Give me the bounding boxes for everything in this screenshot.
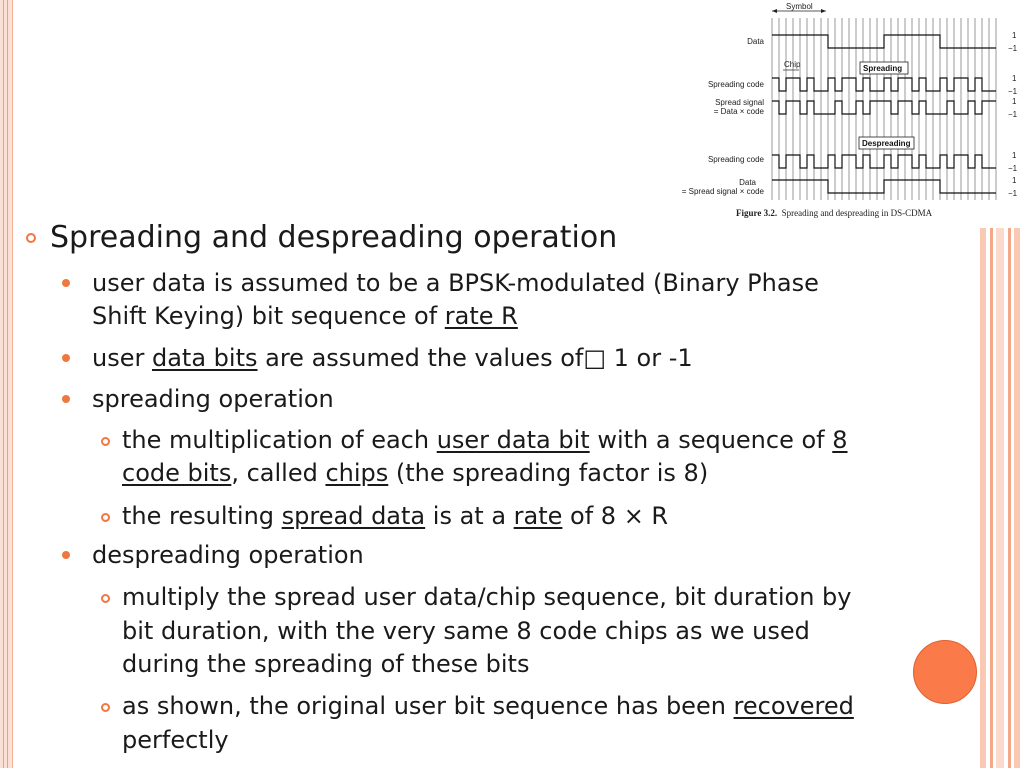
slide-heading: Spreading and despreading operation xyxy=(50,220,618,255)
chip-label: Chip xyxy=(784,60,801,69)
row-label-spreading-code: Spreading code xyxy=(708,80,765,89)
spreading-box: Spreading xyxy=(863,64,902,73)
level-hi-label: 1 xyxy=(1012,97,1017,106)
decorative-orange-circle xyxy=(913,640,977,704)
symbol-label: Symbol xyxy=(786,2,813,11)
dot-bullet-icon xyxy=(62,395,70,403)
spreading-code-waveform xyxy=(772,77,996,92)
level-hi-label: 1 xyxy=(1012,31,1017,40)
data-waveform xyxy=(772,34,996,49)
figure-caption: Figure 3.2. Spreading and despreading in… xyxy=(736,208,933,218)
circle-bullet-icon xyxy=(101,437,110,446)
row-label-data-2: Data xyxy=(739,178,756,187)
left-decorative-border xyxy=(0,0,13,768)
level-lo-label: −1 xyxy=(1008,110,1018,119)
row-label-spread-signal: Spread signal xyxy=(715,98,764,107)
spread-signal-waveform xyxy=(772,100,996,115)
circle-bullet-icon xyxy=(101,594,110,603)
spreading-code-waveform-2 xyxy=(772,154,996,169)
spreading-diagram: Symbol Chip Spreading Despreading Data S… xyxy=(682,2,1018,200)
right-decorative-stripes xyxy=(978,228,1024,768)
circle-bullet-icon xyxy=(101,703,110,712)
spreading-figure: Symbol Chip Spreading Despreading Data S… xyxy=(676,0,1024,225)
row-label-signal-times-code: = Spread signal × code xyxy=(682,187,765,196)
despreading-box: Despreading xyxy=(862,139,911,148)
circle-bullet-icon xyxy=(26,233,36,243)
level-lo-label: −1 xyxy=(1008,87,1018,96)
row-label-spreading-code-2: Spreading code xyxy=(708,155,765,164)
level-hi-label: 1 xyxy=(1012,151,1017,160)
level-lo-label: −1 xyxy=(1008,189,1018,198)
dot-bullet-icon xyxy=(62,279,70,287)
recovered-data-waveform xyxy=(772,179,996,194)
row-label-data: Data xyxy=(747,37,764,46)
level-hi-label: 1 xyxy=(1012,176,1017,185)
dot-bullet-icon xyxy=(62,551,70,559)
dot-bullet-icon xyxy=(62,354,70,362)
level-lo-label: −1 xyxy=(1008,44,1018,53)
row-label-data-times-code: = Data × code xyxy=(714,107,765,116)
circle-bullet-icon xyxy=(101,513,110,522)
level-lo-label: −1 xyxy=(1008,164,1018,173)
level-hi-label: 1 xyxy=(1012,74,1017,83)
